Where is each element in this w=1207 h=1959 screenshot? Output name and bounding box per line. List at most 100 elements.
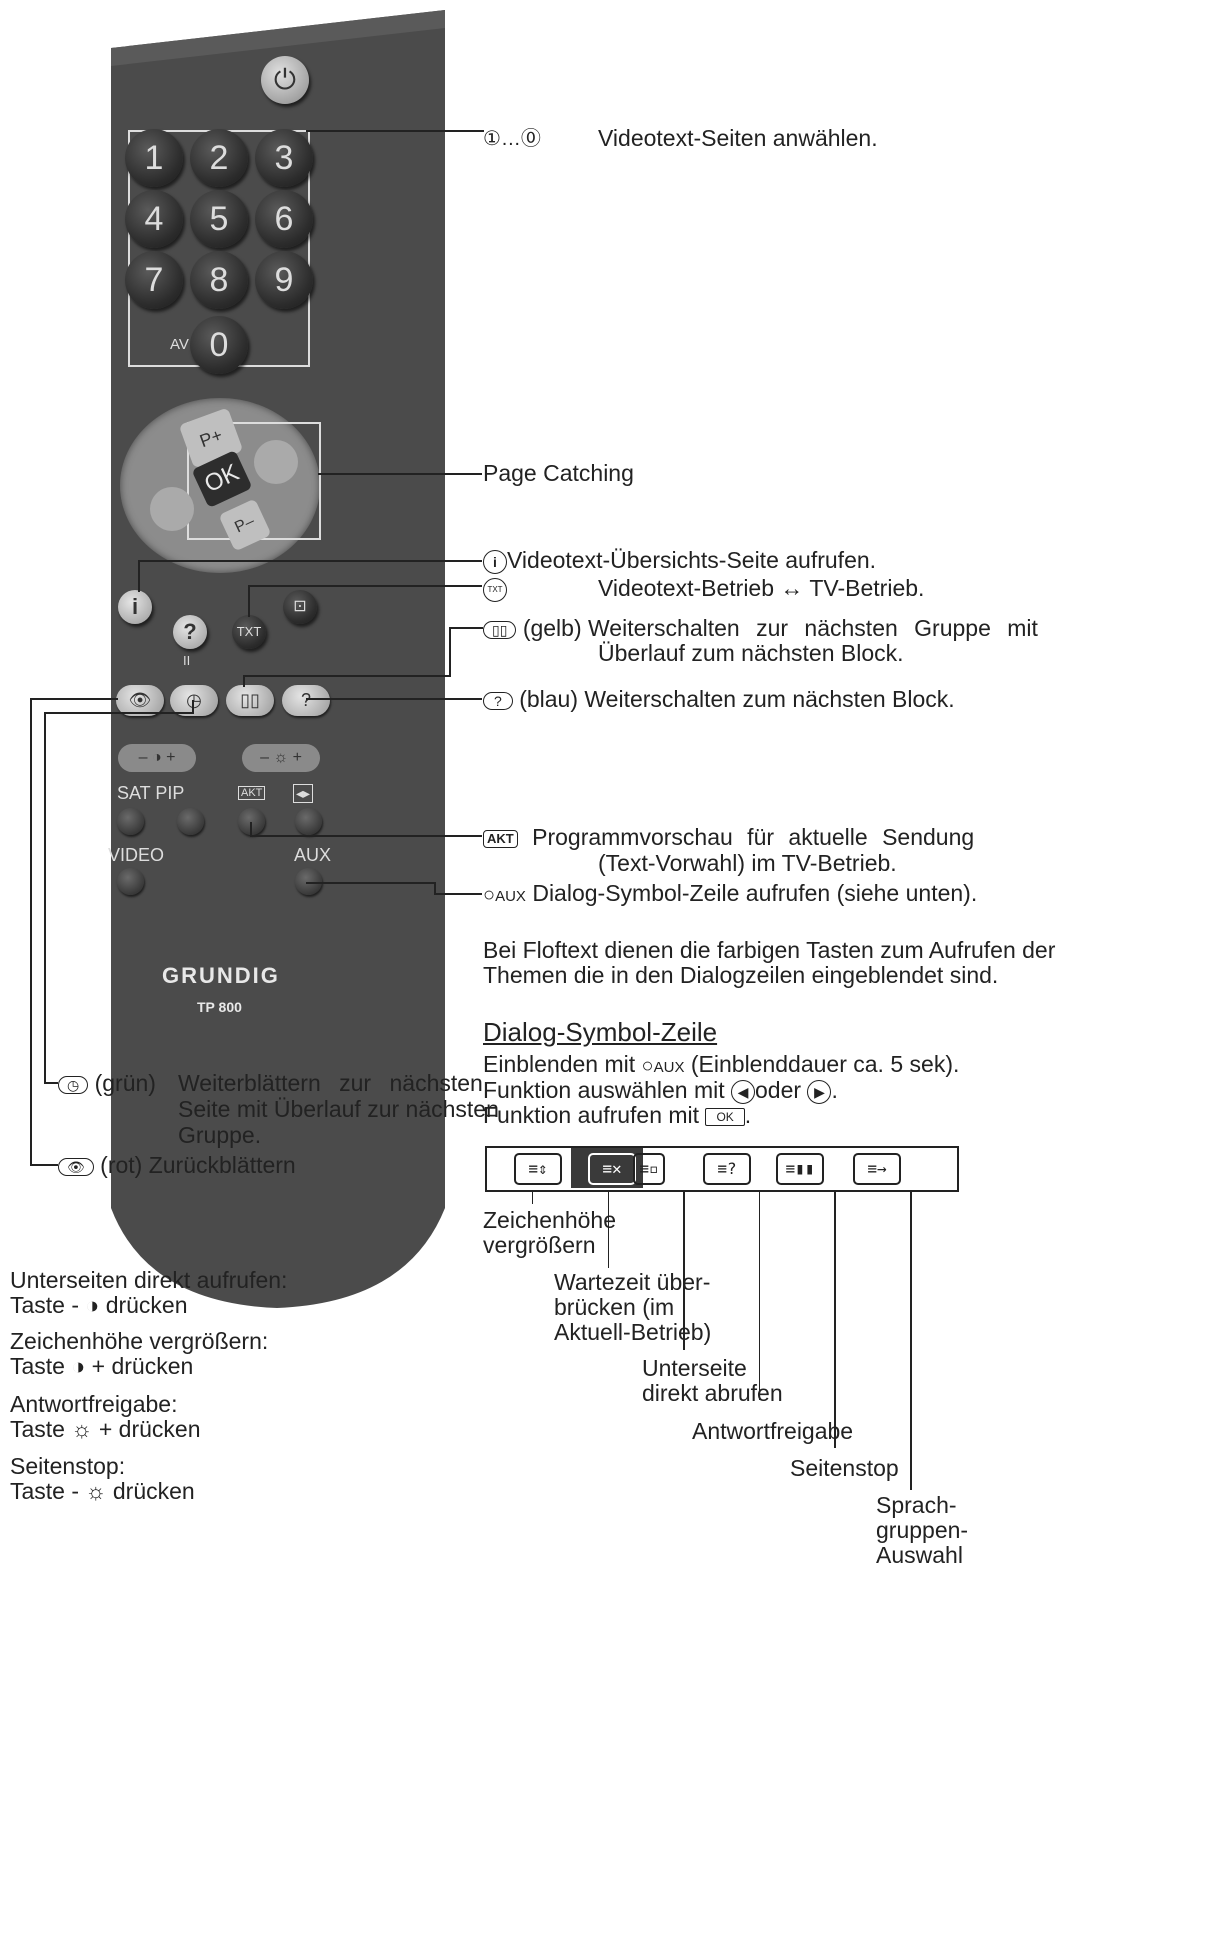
- digit-8-button[interactable]: 8: [190, 251, 248, 309]
- skip-wait-icon[interactable]: ≡✕: [588, 1153, 636, 1185]
- label-language-3: Auswahl: [876, 1542, 963, 1568]
- digits-description: Videotext-Seiten anwählen.: [598, 125, 878, 151]
- note-pagestop-title: Seitenstop:: [10, 1453, 126, 1479]
- brightness-rocker[interactable]: – ☼ +: [242, 744, 320, 772]
- font-size-icon[interactable]: ≡⇕: [514, 1153, 562, 1185]
- dialog-line-3: Funktion aufrufen mit OK.: [483, 1100, 751, 1131]
- info-icon: i: [483, 549, 507, 574]
- label-font-size-2: vergrößern: [483, 1232, 596, 1258]
- info-button[interactable]: i: [118, 590, 152, 624]
- minus-label: –: [260, 749, 269, 766]
- akt-callout: AKT Programmvorschau für aktuelle Sendun…: [483, 822, 974, 853]
- green-callout: ◷ (grün): [58, 1068, 156, 1099]
- blue-button[interactable]: ?: [282, 685, 330, 716]
- green-description-3: Gruppe.: [178, 1122, 262, 1148]
- dialog-line-3-pre: Funktion aufrufen mit: [483, 1102, 700, 1128]
- note-fontsize-title: Zeichenhöhe vergrößern:: [10, 1328, 269, 1354]
- label-font-size-1: Zeichenhöhe: [483, 1207, 616, 1233]
- digit-0-button[interactable]: 0: [190, 316, 248, 374]
- dialog-line-2-pre: Funktion auswählen mit: [483, 1077, 725, 1103]
- label-skip-wait-2: brücken (im: [554, 1294, 675, 1320]
- format-button[interactable]: [295, 808, 322, 835]
- dialog-or: oder: [755, 1077, 802, 1103]
- yellow-color-label: (gelb): [522, 615, 582, 641]
- red-button[interactable]: 👁: [116, 685, 164, 716]
- green-description-2: Seite mit Überlauf zur nächsten: [178, 1096, 499, 1122]
- yellow-button[interactable]: ▯▯: [226, 685, 274, 716]
- page-catching-label: Page Catching: [483, 460, 634, 486]
- digits-symbol: ①…⓪: [483, 128, 541, 150]
- label-answer-reveal: Antwortfreigabe: [692, 1418, 854, 1444]
- digit-5-button[interactable]: 5: [190, 190, 248, 248]
- right-arrow-button[interactable]: [254, 440, 298, 484]
- info-text: Videotext-Übersichts-Seite aufrufen.: [507, 547, 877, 573]
- txt-button[interactable]: TXT: [232, 615, 266, 649]
- video-button[interactable]: [117, 868, 144, 895]
- sat-pip-label: SAT PIP: [117, 783, 185, 803]
- answer-reveal-icon[interactable]: ≡?: [703, 1153, 751, 1185]
- av-label: AV: [170, 336, 189, 353]
- note-subpage-text: Taste - ◑ drücken: [10, 1292, 188, 1318]
- aux-label: AUX: [294, 845, 332, 865]
- page-stop-icon[interactable]: ≡▮▮: [776, 1153, 824, 1185]
- plus-label: +: [166, 749, 176, 766]
- right-arrow-icon: ▶: [807, 1079, 832, 1104]
- yellow-description-2: Überlauf zum nächsten Block.: [598, 640, 904, 666]
- ok-icon: OK: [705, 1107, 745, 1126]
- dialog-line-3-post: .: [744, 1102, 752, 1128]
- video-label: VIDEO: [108, 845, 165, 865]
- left-arrow-icon: ◀: [731, 1079, 756, 1104]
- digit-4-button[interactable]: 4: [125, 190, 183, 248]
- note-fontsize-text: Taste ◑ + drücken: [10, 1353, 194, 1379]
- akt-label: AKT: [238, 786, 266, 800]
- digit-3-button[interactable]: 3: [255, 129, 313, 187]
- pause-label: II: [183, 653, 191, 668]
- aux-description: Dialog-Symbol-Zeile aufrufen (siehe unte…: [532, 880, 978, 906]
- dialog-line-2: Funktion auswählen mit ◀oder ▶.: [483, 1075, 838, 1106]
- sat-button[interactable]: [117, 808, 144, 835]
- label-language-2: gruppen-: [876, 1517, 969, 1543]
- akt-description-1: Programmvorschau für aktuelle Sendung: [532, 824, 975, 850]
- blue-callout: ? (blau) Weiterschalten zum nächsten Blo…: [483, 684, 955, 715]
- yellow-callout: ▯▯ (gelb): [483, 613, 582, 644]
- aux-callout: ○AUX Dialog-Symbol-Zeile aufrufen (siehe…: [483, 880, 978, 906]
- digit-1-button[interactable]: 1: [125, 129, 183, 187]
- freeze-button[interactable]: ⊡: [283, 590, 317, 624]
- txt-description: Videotext-Betrieb ↔ TV-Betrieb.: [598, 575, 925, 601]
- subpage-icon[interactable]: ≡▫: [633, 1153, 665, 1185]
- dialog-line-2-post: .: [831, 1077, 838, 1103]
- red-callout: 👁 (rot) Zurückblättern: [58, 1150, 296, 1181]
- language-group-icon[interactable]: ≡→: [853, 1153, 901, 1185]
- aux-button[interactable]: [295, 868, 322, 895]
- blue-description: (blau) Weiterschalten zum nächsten Block…: [519, 686, 955, 712]
- contrast-rocker[interactable]: – ◑ +: [118, 744, 196, 772]
- note-answer-title: Antwortfreigabe:: [10, 1391, 178, 1417]
- digit-9-button[interactable]: 9: [255, 251, 313, 309]
- floftext-line-2: Themen die in den Dialogzeilen eingeblen…: [483, 962, 999, 988]
- note-subpage-title: Unterseiten direkt aufrufen:: [10, 1267, 288, 1293]
- red-button-icon: 👁: [58, 1157, 94, 1176]
- brand-logo: GRUNDIG: [162, 963, 280, 988]
- digit-6-button[interactable]: 6: [255, 190, 313, 248]
- label-subpage-1: Unterseite: [642, 1355, 747, 1381]
- green-button[interactable]: ◷: [170, 685, 218, 716]
- left-arrow-button[interactable]: [150, 487, 194, 531]
- yellow-description-1: Weiterschalten zur nächsten Gruppe mit: [588, 615, 1038, 641]
- dialog-aux-label: AUX: [653, 1059, 685, 1076]
- model-label: TP 800: [197, 999, 242, 1015]
- pip-button[interactable]: [177, 808, 204, 835]
- note-answer-text: Taste ☼ + drücken: [10, 1416, 201, 1442]
- power-button[interactable]: ⏻: [261, 56, 309, 104]
- minus-label: –: [138, 749, 148, 766]
- digit-7-button[interactable]: 7: [125, 251, 183, 309]
- help-button[interactable]: ?: [173, 615, 207, 649]
- akt-icon: AKT: [483, 829, 518, 848]
- red-description: (rot) Zurückblättern: [100, 1152, 296, 1178]
- digit-2-button[interactable]: 2: [190, 129, 248, 187]
- floftext-line-1: Bei Floftext dienen die farbigen Tasten …: [483, 937, 1056, 963]
- label-language-1: Sprach-: [876, 1492, 957, 1518]
- txt-icon: TXT: [483, 577, 507, 602]
- plus-label: +: [292, 749, 302, 766]
- blue-button-icon: ?: [483, 691, 513, 710]
